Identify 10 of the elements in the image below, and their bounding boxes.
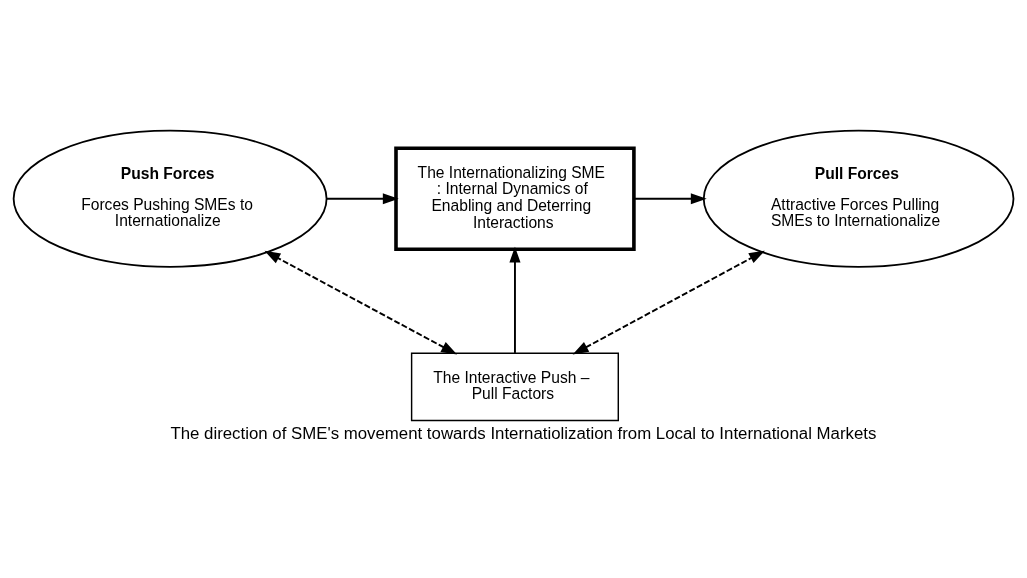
arrow bbox=[572, 250, 765, 355]
arrow bbox=[264, 250, 458, 355]
caption: The direction of SME's movement towards Internatiolization from Local to International Markets bbox=[170, 423, 877, 443]
node-ellipse: Push Forces Forces Pushing SMEs to Internationalize bbox=[12, 129, 328, 268]
node-ellipse: Pull Forces Attractive Forces Pulling SMEs to Internationalize bbox=[702, 129, 1015, 268]
arrow bbox=[325, 192, 399, 204]
node-box: The Interactive Push – Pull Factors bbox=[410, 352, 619, 421]
node-box: The Internationalizing SME : Internal Dynamics of Enabling and Deterring Interactions bbox=[394, 146, 636, 251]
arrow bbox=[633, 192, 707, 204]
arrow bbox=[509, 246, 521, 354]
